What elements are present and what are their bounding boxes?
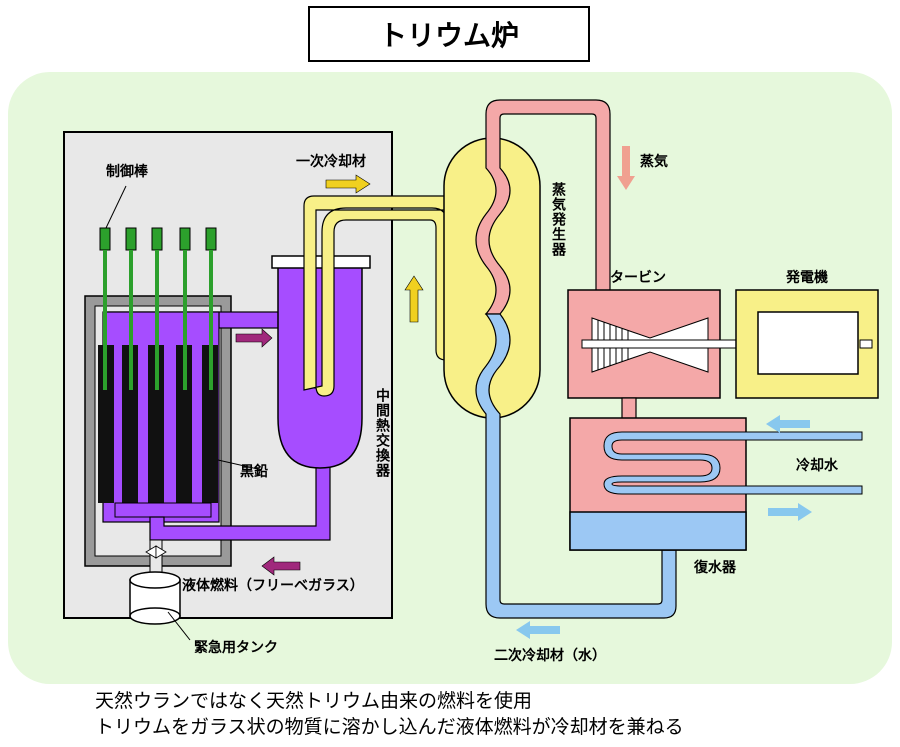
control-rod [99, 227, 111, 390]
graphite-block [122, 345, 138, 503]
label-graphite: 黒鉛 [240, 463, 268, 480]
label-generator: 発電機 [785, 269, 828, 286]
label-liquid-fuel: 液体燃料（フリーベガラス） [182, 577, 364, 594]
generator-shaft-end [859, 339, 873, 349]
label-control-rod: 制御棒 [106, 163, 149, 180]
cooling-water-coil [603, 431, 863, 495]
control-rod [125, 227, 137, 390]
label-turbine: タービン [610, 270, 666, 286]
fuel-flow-arrow [235, 328, 273, 348]
page-title: トリウム炉 [308, 6, 590, 62]
label-secondary-coolant: 二次冷却材（水） [494, 647, 606, 664]
graphite-block [148, 345, 164, 503]
control-rod [179, 227, 191, 390]
flow-arrows [235, 146, 812, 639]
control-rod [151, 227, 163, 390]
label-primary-coolant: 一次冷却材 [296, 153, 366, 170]
graphite-leader [217, 459, 263, 471]
graphite-blocks [98, 345, 218, 503]
primary-flow-arrow [325, 174, 371, 194]
ihx-lid [271, 255, 371, 269]
tank-leader [167, 611, 191, 641]
fuel-flow-arrow [261, 556, 301, 576]
graphite-block [202, 345, 218, 503]
turbine-condenser-duct [621, 397, 637, 421]
control-rod [205, 227, 217, 390]
intermediate-heat-exchanger [271, 255, 371, 469]
graphite-block [98, 345, 114, 503]
primary-coolant-loop [303, 195, 473, 397]
label-cooling-water: 冷却水 [796, 457, 839, 474]
label-intermediate-hx: 中間熱交換器 [374, 388, 390, 478]
water-flow-arrow [768, 503, 812, 521]
label-steam-generator: 蒸気発生器 [550, 182, 566, 257]
generator-core [757, 311, 859, 375]
steam-loop [475, 99, 611, 315]
label-condenser: 復水器 [693, 559, 737, 576]
control-rod-leader [105, 185, 127, 229]
drain-valve-icon [155, 545, 167, 559]
graphite-block [176, 345, 192, 503]
steam-flow-arrow [617, 146, 635, 190]
control-rods [99, 227, 217, 390]
primary-flow-arrow [404, 275, 424, 323]
emergency-tank [129, 571, 181, 625]
water-flow-arrow [516, 621, 560, 639]
caption-line-1: 天然ウランではなく天然トリウム由来の燃料を使用 [95, 690, 533, 712]
water-flow-arrow [766, 415, 810, 433]
condenser-water [569, 511, 747, 551]
label-emergency-tank: 緊急用タンク [194, 639, 278, 656]
fuel-manifold [114, 502, 212, 518]
label-steam: 蒸気 [640, 153, 668, 170]
caption-line-2: トリウムをガラス状の物質に溶かし込んだ液体燃料が冷却材を兼ねる [95, 716, 684, 738]
